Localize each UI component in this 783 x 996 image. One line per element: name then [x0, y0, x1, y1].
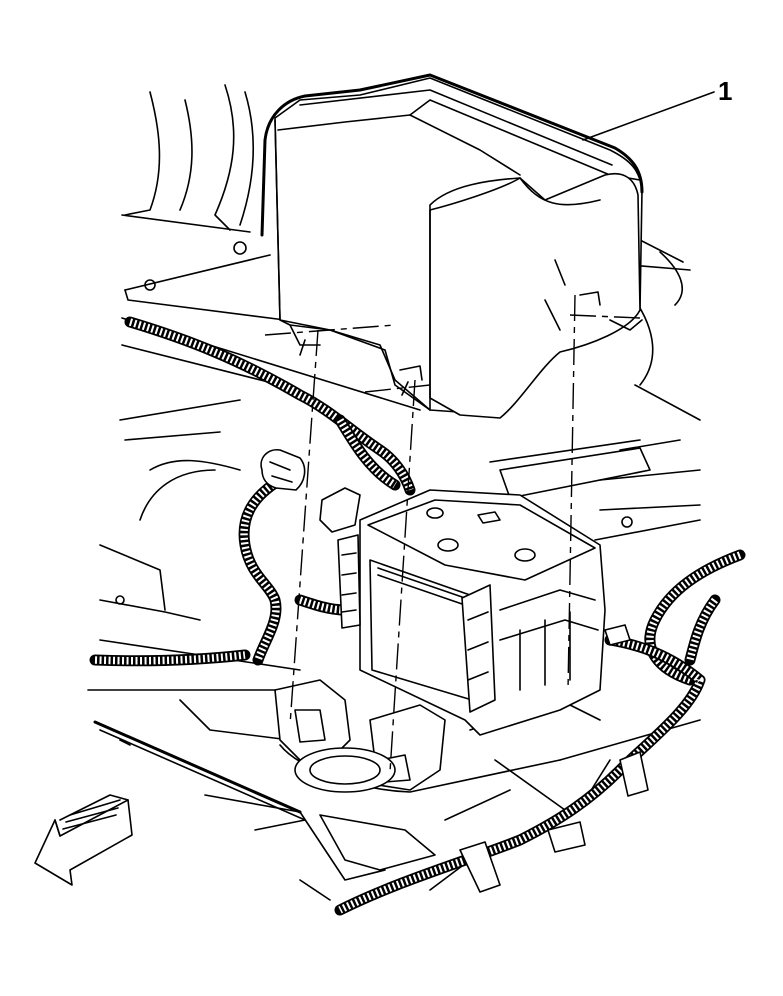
callout-1-leader-line — [582, 91, 715, 141]
alignment-lines — [264, 294, 641, 773]
front-direction-arrow-icon — [34, 794, 133, 886]
wiring-harness-left — [89, 474, 351, 667]
module-cover — [260, 73, 644, 419]
control-module — [337, 489, 606, 736]
wiring-harness-right — [334, 549, 746, 916]
floor-panel — [87, 84, 701, 901]
mounting-bracket — [274, 679, 601, 793]
wiring-harness-rear — [124, 316, 416, 496]
harness-clips — [459, 624, 649, 893]
electrical-connector — [260, 448, 361, 533]
callout-1-label: 1 — [718, 76, 733, 106]
